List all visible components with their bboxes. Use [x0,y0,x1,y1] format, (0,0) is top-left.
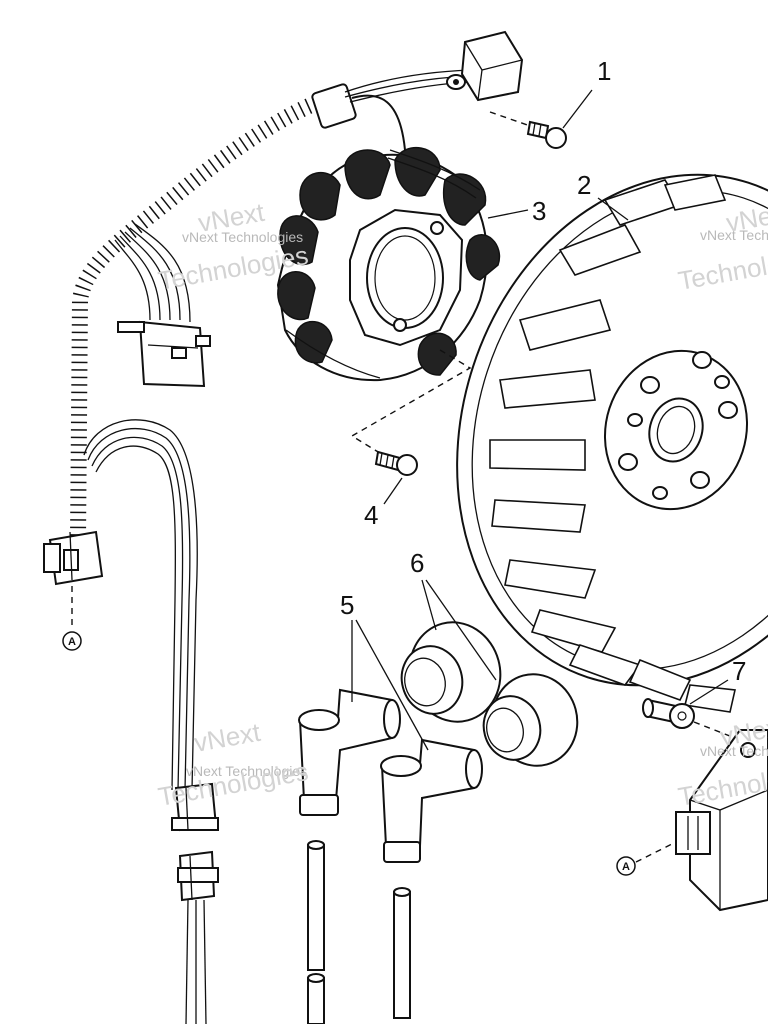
reference-label-right: A [622,861,630,873]
wiring-harness [43,30,524,1024]
watermark-text: vNext Technologies [186,763,307,779]
harness-connector [117,320,211,388]
connector-screw [489,111,567,149]
reference-marker-right: A [616,856,636,876]
reference-label-left: A [68,636,76,648]
stator-screw [374,450,418,476]
loom-end-connector [43,530,104,586]
callout-3: 3 [532,196,546,226]
watermark-text: vNext Technologies [700,227,768,243]
callout-1: 1 [597,56,611,86]
callout-5: 5 [340,590,354,620]
spark-plug-caps [400,621,579,767]
watermark-text: vNext [192,717,263,758]
ignition-leads [307,840,411,1024]
callout-4: 4 [364,500,378,530]
callout-7: 7 [732,656,746,686]
callout-2: 2 [577,170,591,200]
lower-connector-pair [171,782,219,902]
watermark-text: vNext Technologies [700,743,768,759]
flywheel [456,173,768,713]
callout-6: 6 [410,548,424,578]
reference-marker-left: A [62,631,82,651]
top-connector [446,30,524,102]
stator [276,146,501,382]
cdi-bolt [642,698,695,729]
cdi-module [675,729,768,912]
spark-plug-boots [298,688,483,863]
watermark-text: vNext Technologies [182,229,303,245]
